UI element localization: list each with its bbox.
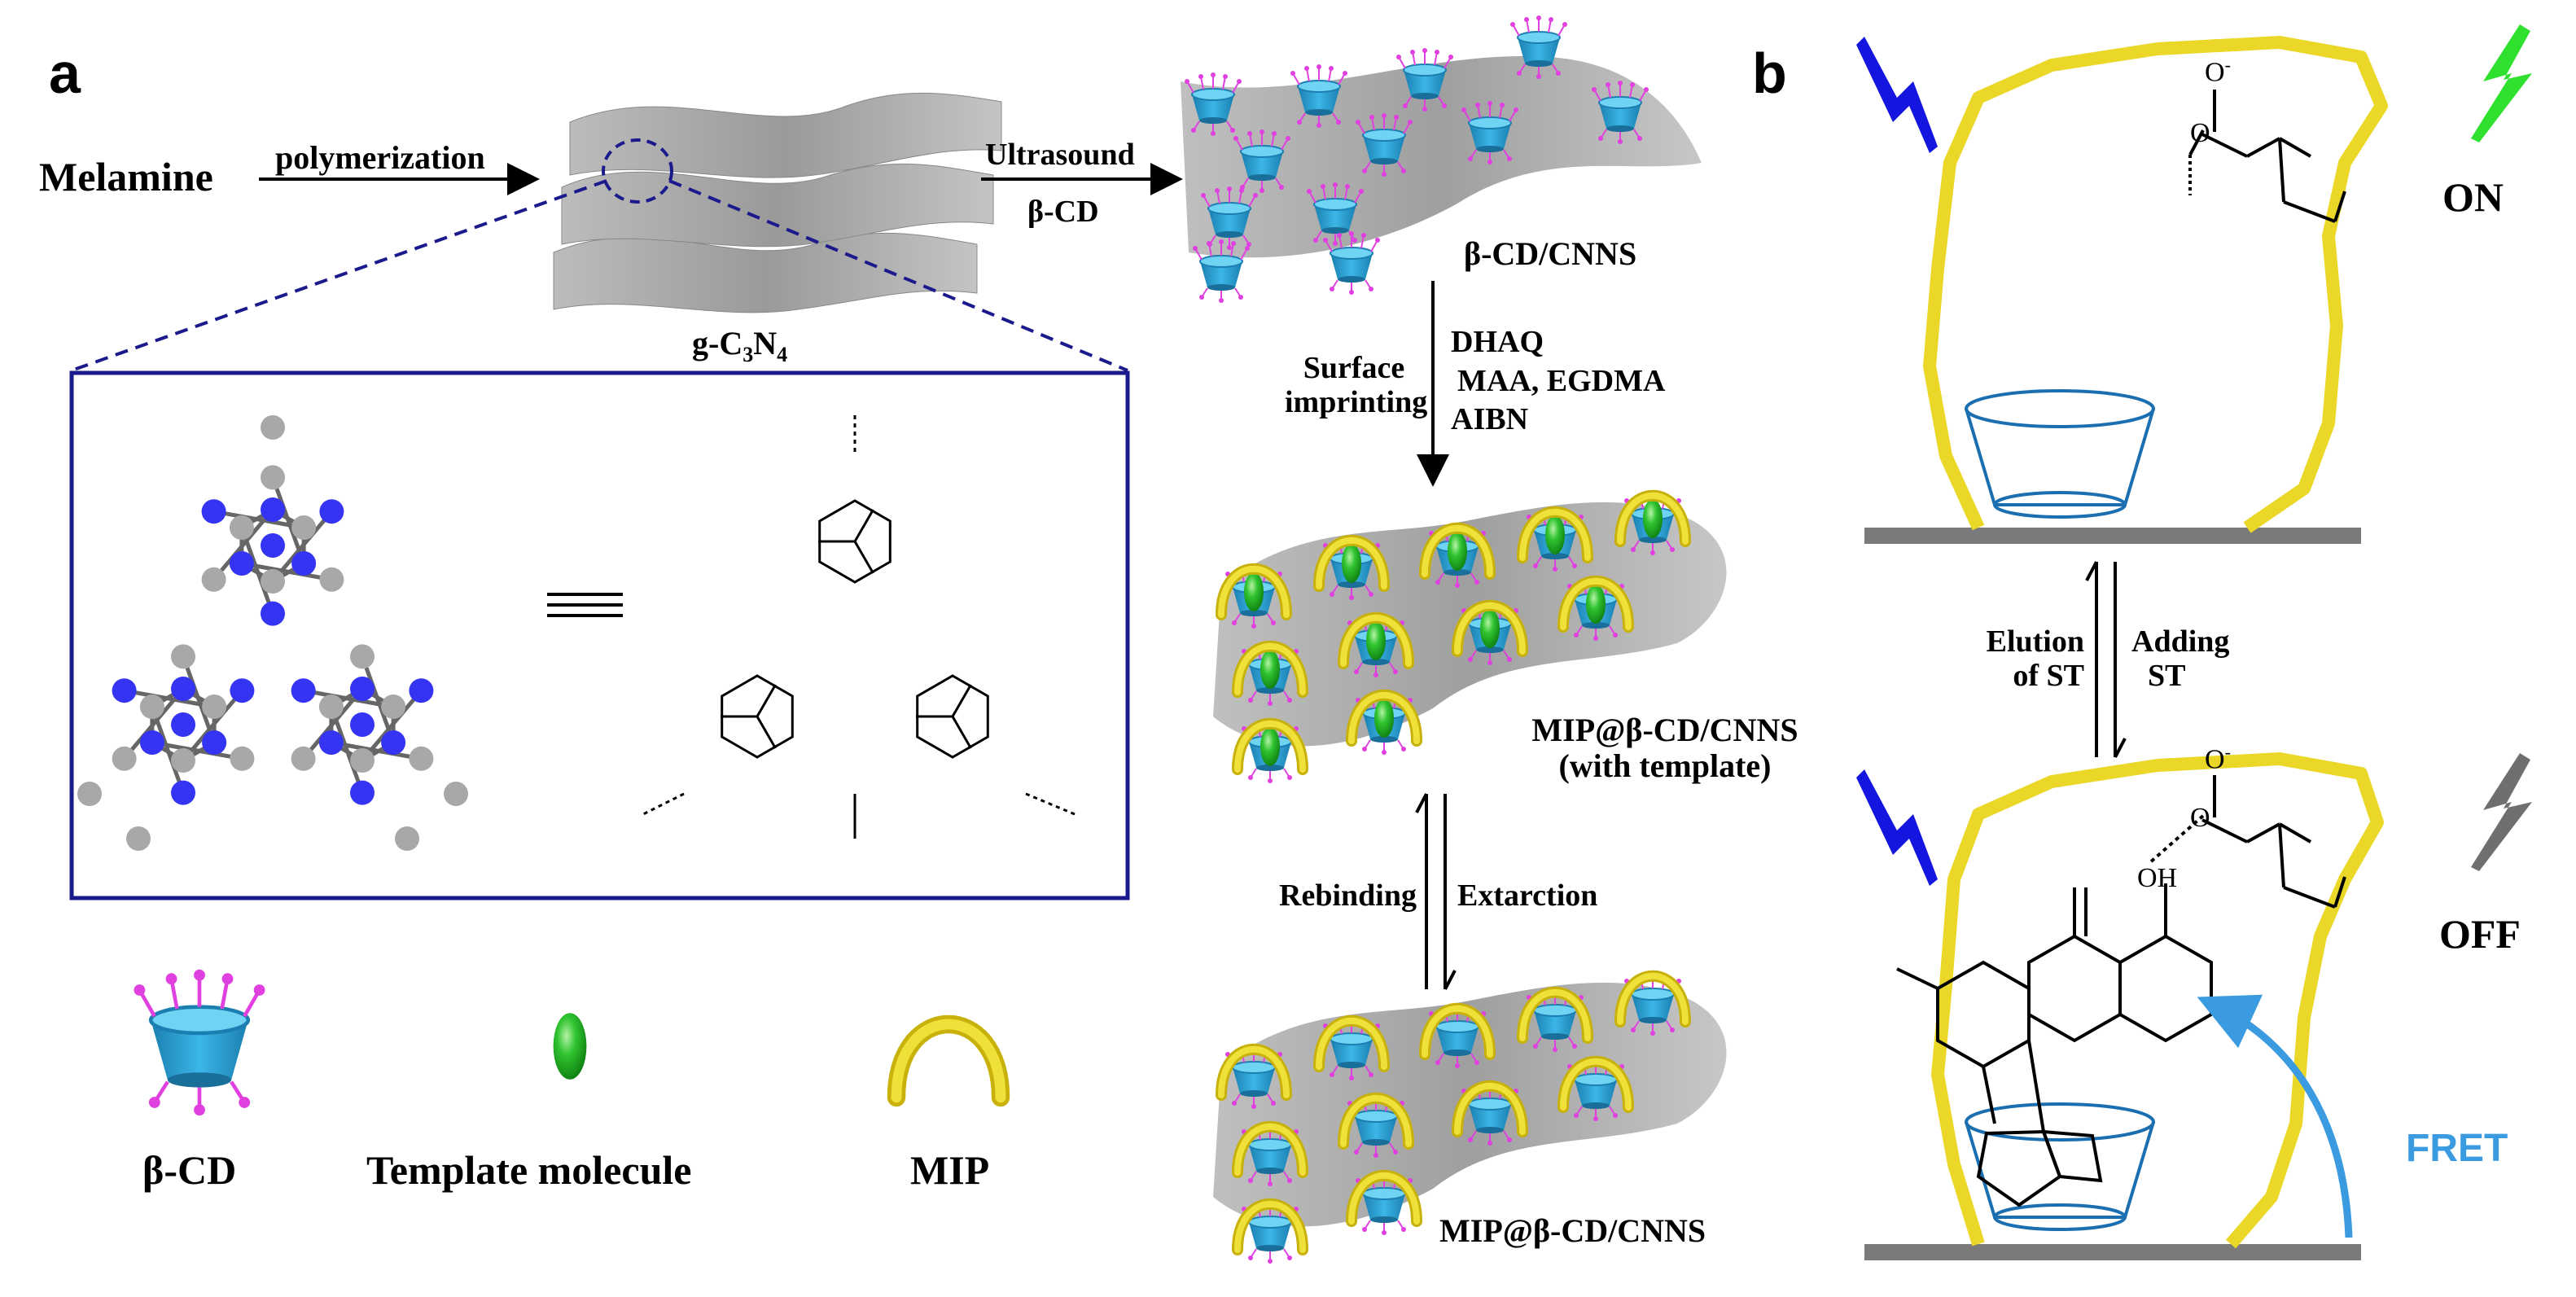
melamine-label: Melamine	[39, 154, 213, 199]
bcd-cnns-sheet	[1181, 15, 1702, 304]
polymerization-label: polymerization	[275, 139, 485, 176]
gc3n4-label: g-C3N4	[692, 326, 787, 367]
chem-minus-top: -	[2224, 55, 2231, 75]
off-label: OFF	[2439, 911, 2521, 957]
imprinting-label: imprinting	[1285, 384, 1428, 419]
bolt-gray-icon	[2471, 753, 2532, 871]
elution-label: Elution of ST	[1954, 624, 2084, 694]
chem-o-bottom: O	[2205, 744, 2225, 775]
mip-final-label: MIP@β-CD/CNNS	[1439, 1212, 1706, 1249]
legend-beta-cd-label: β-CD	[142, 1147, 237, 1193]
mip-template-label: MIP@β-CD/CNNS (with template)	[1494, 712, 1836, 784]
chem-o-ester-top: O	[2190, 118, 2210, 148]
adding-line2: ST	[2148, 658, 2186, 693]
rebinding-label: Rebinding	[1279, 879, 1417, 913]
chem-minus-bottom: -	[2224, 742, 2231, 762]
legend-mip-label: MIP	[910, 1147, 990, 1193]
elution-line2: of ST	[2013, 658, 2084, 693]
chem-o-minus-bottom: O-	[2205, 742, 2231, 775]
reagent-dhaq: DHAQ	[1451, 325, 1544, 359]
mip-template-line2: (with template)	[1558, 747, 1772, 784]
reagent-maa-egdma: MAA, EGDMA	[1457, 363, 1666, 398]
fret-label: FRET	[2406, 1127, 2508, 1170]
structure-box	[69, 370, 1130, 900]
ester-fragment-bottom	[2148, 775, 2346, 909]
chem-o-ester-bottom: O	[2190, 803, 2210, 833]
extraction-label: Extarction	[1457, 879, 1598, 913]
legend-beta-cd-icon	[134, 970, 265, 1115]
mip-template-line1: MIP@β-CD/CNNS	[1531, 712, 1798, 748]
bcd-cnns-label: β-CD/CNNS	[1464, 235, 1637, 272]
panel-label-a: a	[49, 42, 81, 105]
on-label: ON	[2442, 174, 2504, 220]
fret-arrow	[2197, 994, 2353, 1238]
ultrasound-label: Ultrasound	[985, 138, 1135, 172]
mip-loop-bottom	[1931, 752, 2384, 1249]
beta-cd-reagent-label: β-CD	[1027, 195, 1099, 229]
panel-label-b: b	[1752, 42, 1787, 105]
surface-label: Surface	[1303, 351, 1405, 385]
chem-oh: OH	[2137, 863, 2178, 893]
reagents-label: DHAQ MAA, EGDMA AIBN	[1451, 323, 1665, 440]
elution-adding-arrows	[2085, 561, 2127, 758]
sterigmatocystin-structure	[1896, 883, 2213, 1207]
legend-mip-icon	[887, 1014, 1010, 1107]
elution-line1: Elution	[1986, 624, 2084, 659]
surface-imprinting-label: Surface imprinting	[1285, 351, 1428, 420]
mip-final-sheet	[1213, 972, 1727, 1264]
substrate-bottom	[1864, 1244, 2361, 1260]
line-structure	[642, 415, 1076, 839]
gc3n4-sheets	[553, 92, 1002, 313]
gc3n4-main: g-C	[692, 325, 743, 361]
mip-loop-top	[1923, 36, 2388, 533]
ball-stick-structure	[77, 415, 468, 851]
rebinding-extraction-arrows	[1415, 793, 1457, 990]
bolt-green-icon	[2471, 24, 2532, 142]
gc3n4-sub1: 3	[743, 343, 754, 366]
mip-template-sheet	[1213, 492, 1727, 784]
legend-template-icon	[553, 1013, 587, 1080]
zoom-lines	[71, 179, 1128, 372]
bolt-blue-top-icon	[1856, 37, 1938, 153]
gc3n4-sub2: 4	[777, 343, 788, 366]
bolt-blue-bottom-icon	[1856, 769, 1938, 886]
ester-fragment-top	[2188, 90, 2346, 223]
chem-o-top: O	[2205, 57, 2225, 88]
adding-label: Adding ST	[2131, 624, 2230, 694]
gc3n4-mid: N	[753, 325, 778, 361]
reagent-aibn: AIBN	[1451, 402, 1529, 436]
equivalence-sign	[547, 593, 623, 617]
substrate-top	[1864, 528, 2361, 544]
cup-top	[1965, 389, 2155, 519]
legend-template-label: Template molecule	[366, 1147, 692, 1193]
adding-line1: Adding	[2131, 624, 2230, 659]
chem-o-minus-top: O-	[2205, 55, 2231, 88]
